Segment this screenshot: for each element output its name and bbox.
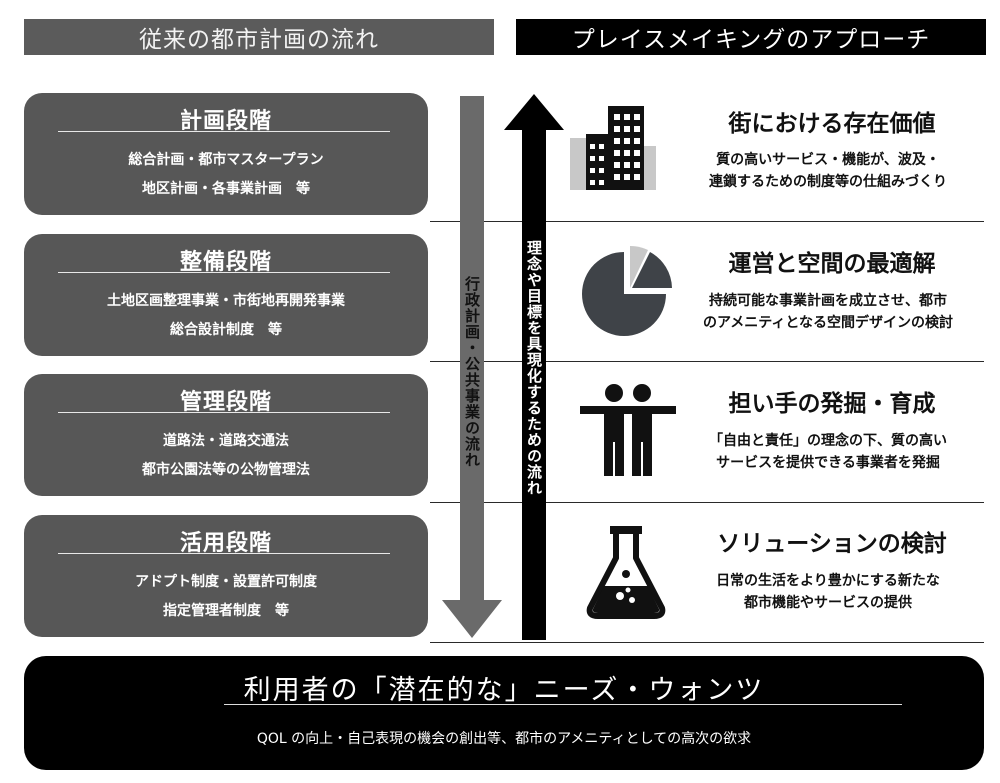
buildings-icon [570,106,656,190]
row-divider [430,642,984,643]
flow-arrows-icon [442,94,564,640]
header-placemaking-approach: プレイスメイキングのアプローチ [516,19,986,55]
stage-text-line2: 総合設計制度 等 [170,322,282,338]
user-needs-box: 利用者の「潜在的な」ニーズ・ウォンツ QOL の向上・自己表現の機会の創出等、都… [24,656,984,770]
stage-text-line2: 都市公園法等の公物管理法 [142,462,310,478]
approach-title: ソリューションの検討 [717,531,947,557]
user-needs-subtitle: QOL の向上・自己表現の機会の創出等、都市のアメニティとしての高次の欲求 [256,731,752,747]
people-icon [580,384,676,476]
approach-desc-line2: 都市機能やサービスの提供 [744,595,912,611]
approach-desc-line1: 日常の生活をより豊かにする新たな [716,573,940,589]
user-needs-title: 利用者の「潜在的な」ニーズ・ウォンツ [243,675,765,706]
stage-divider [58,272,390,273]
stage-text-line2: 地区計画・各事業計画 等 [142,181,310,197]
stage-text-line2: 指定管理者制度 等 [163,603,289,619]
stage-box-utilization: 活用段階 アドプト制度・設置許可制度 指定管理者制度 等 [24,515,428,637]
stage-text-line1: 土地区画整理事業・市街地再開発事業 [107,293,345,309]
user-needs-divider [224,704,902,705]
approach-desc-line2: のアメニティとなる空間デザインの検討 [702,315,954,331]
stage-text-line1: アドプト制度・設置許可制度 [135,574,317,590]
stage-title: 整備段階 [179,250,272,275]
approach-title: 担い手の発掘・育成 [728,391,936,417]
stage-title: 管理段階 [179,390,272,415]
stage-divider [58,553,390,554]
header-traditional-flow: 従来の都市計画の流れ [24,19,494,55]
stage-title: 計画段階 [179,109,272,134]
flask-icon [586,526,666,619]
pie-chart-icon [582,245,672,336]
approach-desc-line2: サービスを提供できる事業者を発掘 [716,455,940,471]
stage-box-development: 整備段階 土地区画整理事業・市街地再開発事業 総合設計制度 等 [24,234,428,356]
approach-desc-line1: 質の高いサービス・機能が、波及・ [716,152,940,168]
stage-title: 活用段階 [179,531,272,556]
down-arrow-label: 行政計画・公共事業の流れ [463,276,481,468]
stage-box-planning: 計画段階 総合計画・都市マスタープラン 地区計画・各事業計画 等 [24,93,428,215]
row-divider [430,502,984,503]
approach-title: 運営と空間の最適解 [728,251,936,277]
approach-desc-line2: 連鎖するための制度等の仕組みづくり [709,174,947,190]
stage-divider [58,412,390,413]
stage-text-line1: 道路法・道路交通法 [163,433,289,449]
row-divider [430,361,984,362]
stage-divider [58,131,390,132]
approach-desc-line1: 「自由と責任」の理念の下、質の高い [709,433,947,449]
up-arrow-label: 理念や目標を具現化するための流れ [525,240,543,496]
approach-desc-line1: 持続可能な事業計画を成立させ、都市 [709,293,947,309]
stage-text-line1: 総合計画・都市マスタープラン [128,152,324,168]
approach-title: 街における存在価値 [728,111,936,137]
row-divider [430,221,984,222]
stage-box-management: 管理段階 道路法・道路交通法 都市公園法等の公物管理法 [24,374,428,496]
